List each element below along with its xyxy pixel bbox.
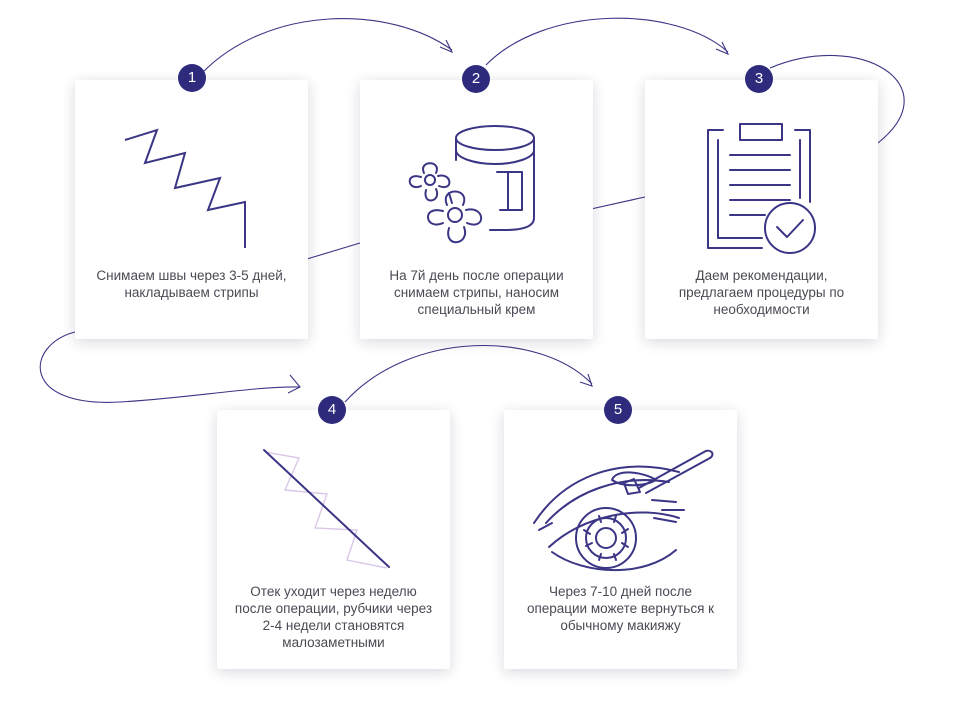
arrowhead-1-2 — [439, 39, 454, 54]
connector-2-3 — [485, 17, 729, 66]
step-card-1: Снимаем швы через 3-5 дней, накладываем … — [75, 80, 308, 339]
step-card-3: Даем рекомендации, предлагаем процедуры … — [645, 80, 878, 339]
eye-makeup-brush-icon — [533, 449, 714, 572]
step-badge-5: 5 — [604, 396, 632, 424]
step-5-caption: Через 7-10 дней после операции можете ве… — [526, 584, 715, 633]
arrowhead-left — [287, 374, 301, 394]
step-badge-2: 2 — [462, 65, 490, 93]
step-badge-3: 3 — [745, 65, 773, 93]
connector-1-2 — [202, 18, 453, 73]
step-card-4: Отек уходит через неделю после операции,… — [217, 410, 450, 669]
cream-jar-flowers-icon — [408, 125, 535, 244]
connector-3-4 — [769, 54, 905, 144]
connector-mid-b — [306, 242, 361, 260]
connector-left-loop — [39, 331, 301, 403]
arrowhead-4-5 — [579, 373, 593, 387]
step-3-caption: Даем рекомендации, предлагаем процедуры … — [678, 268, 845, 317]
clipboard-check-icon — [707, 123, 816, 254]
step-1-caption: Снимаем швы через 3-5 дней, накладываем … — [96, 268, 287, 300]
connector-4-5 — [344, 345, 593, 403]
step-badge-4: 4 — [318, 396, 346, 424]
step-card-2: На 7й день после операции снимаем стрипы… — [360, 80, 593, 339]
step-card-5: Через 7-10 дней после операции можете ве… — [504, 410, 737, 669]
arrowhead-2-3 — [715, 41, 730, 56]
zigzag-suture-icon — [124, 128, 246, 248]
connector-mid-a — [590, 196, 646, 210]
step-4-caption: Отек уходит через неделю после операции,… — [234, 584, 433, 650]
faded-scar-icon — [263, 449, 390, 569]
step-2-caption: На 7й день после операции снимаем стрипы… — [389, 268, 564, 317]
step-badge-1: 1 — [178, 64, 206, 92]
